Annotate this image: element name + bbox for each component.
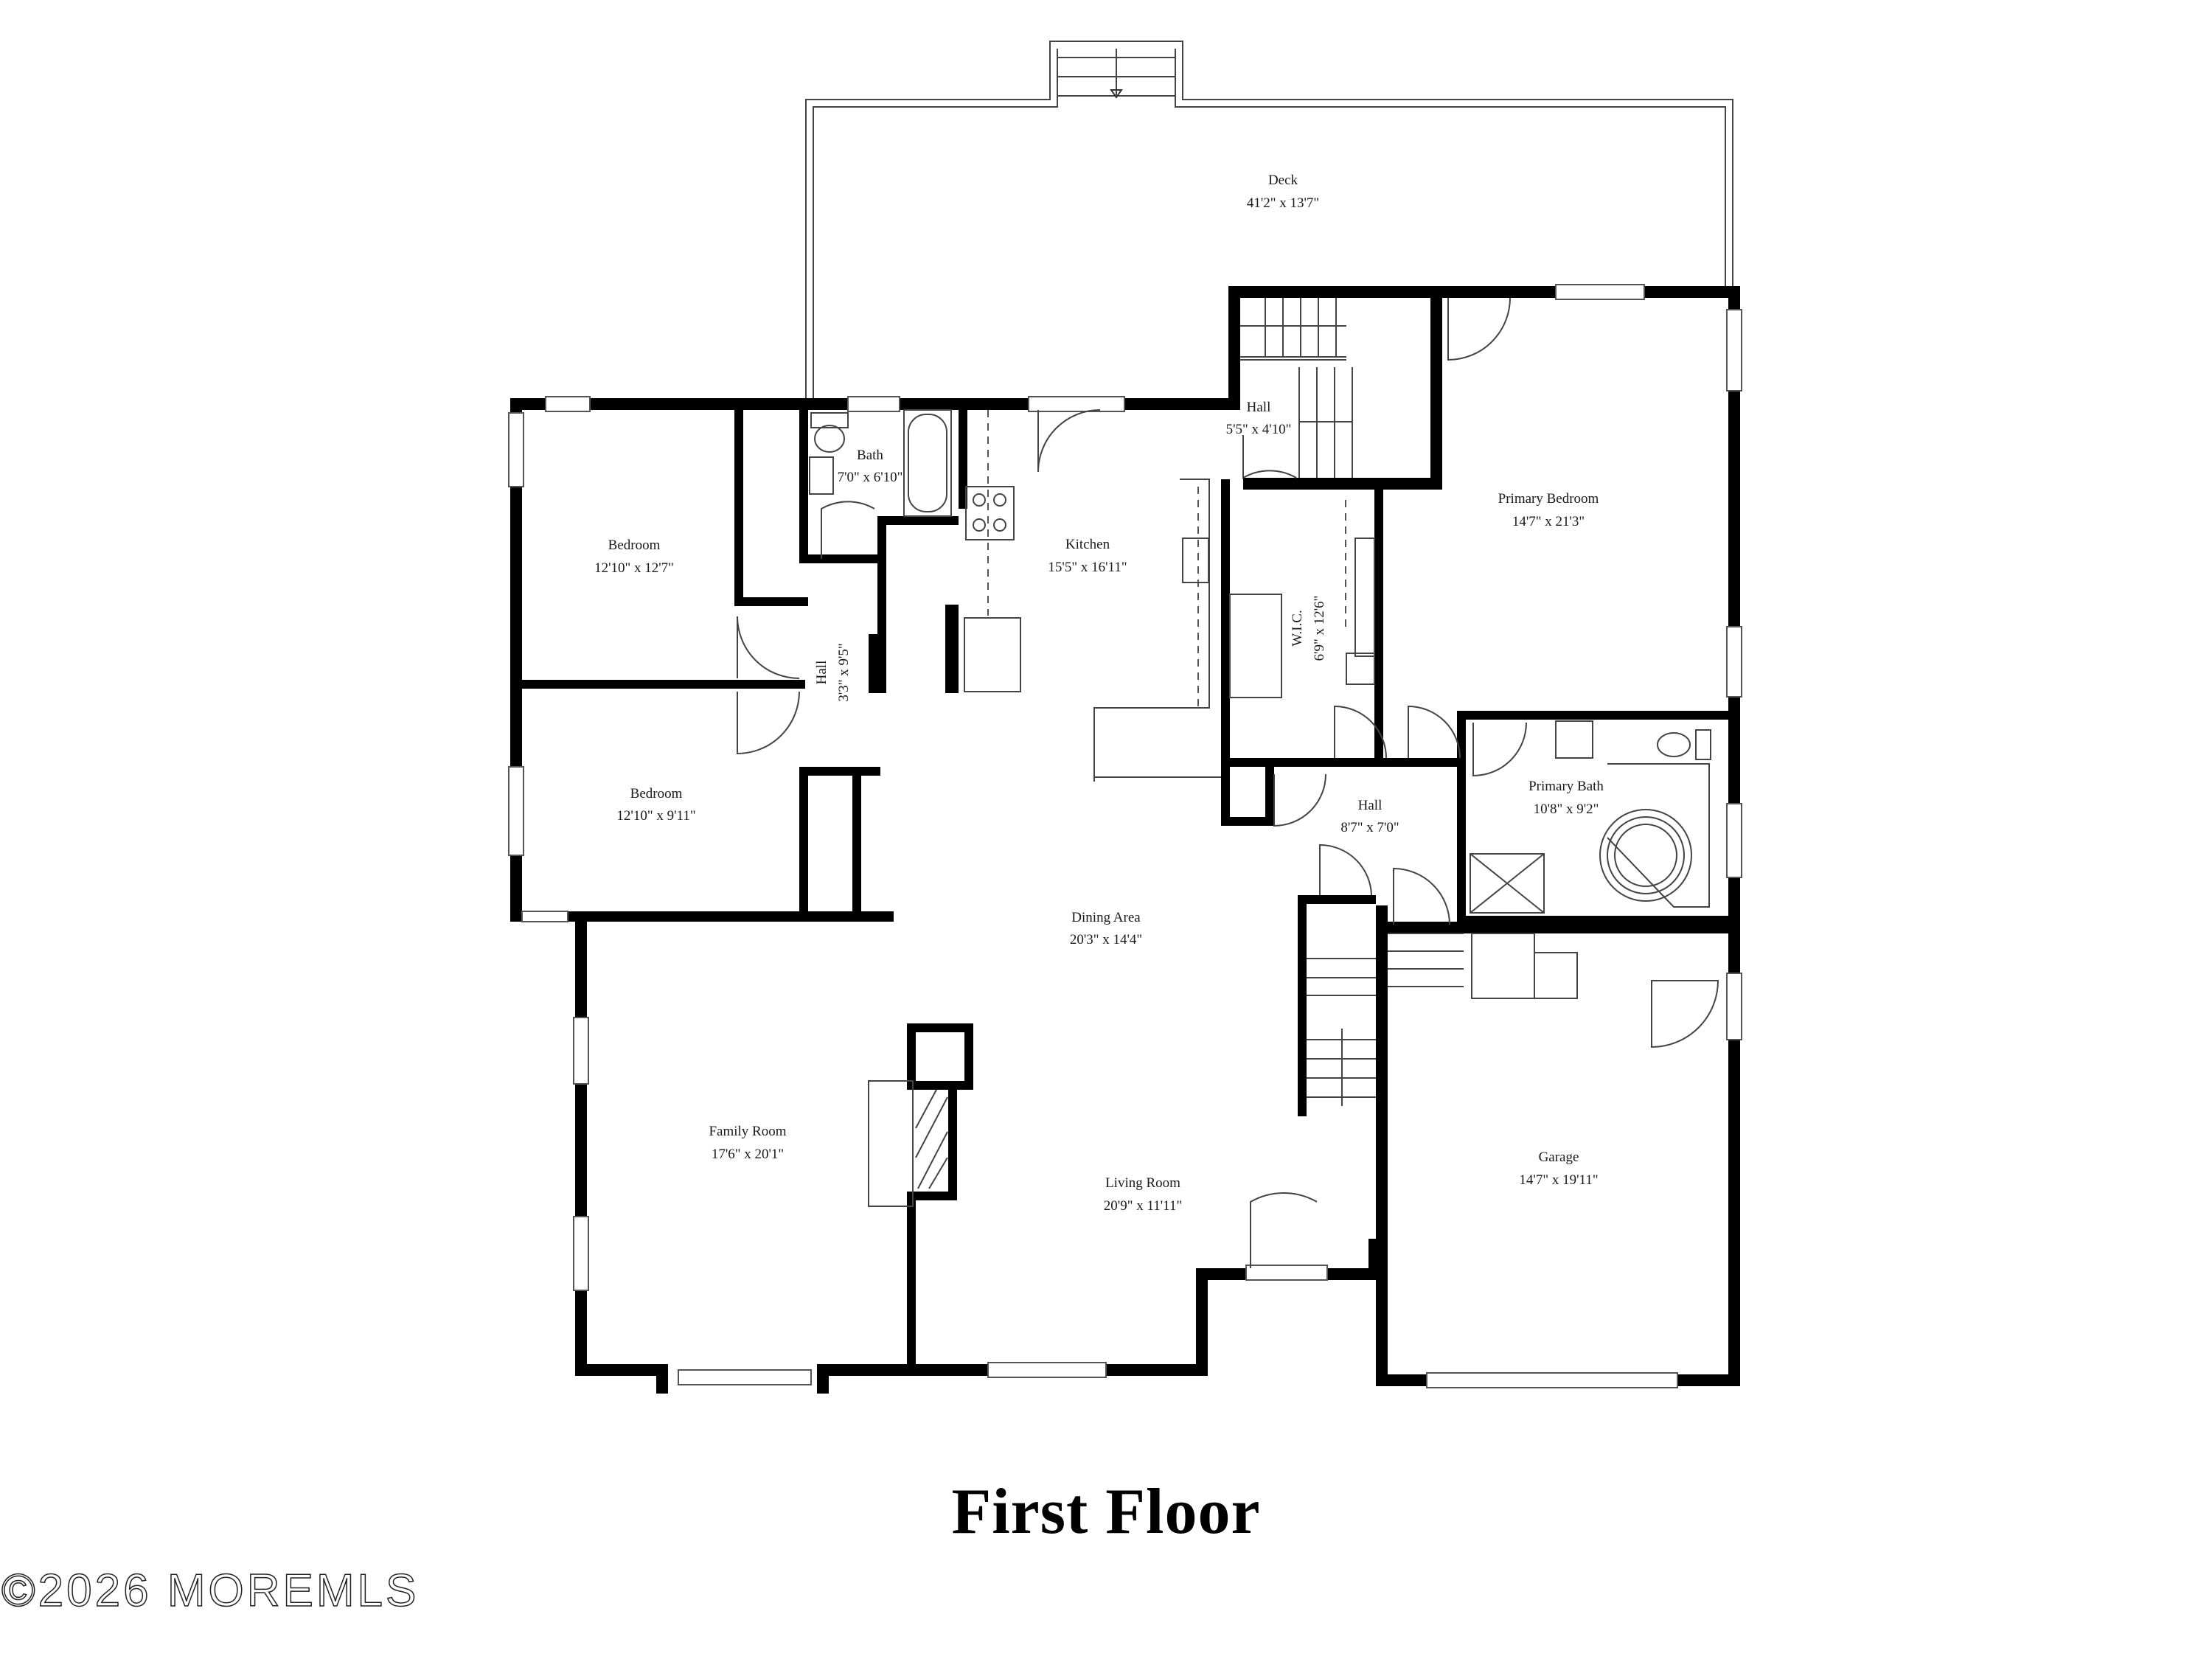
deck-stairs (1057, 49, 1175, 99)
windows (508, 284, 1742, 1388)
stove (965, 486, 1015, 540)
vanity-sink (809, 456, 834, 495)
deck-label: Deck (1268, 173, 1298, 188)
wic-label: W.I.C. (1290, 610, 1305, 646)
primary-bedroom-label: Primary Bedroom (1498, 491, 1599, 507)
kitchen-dims: 15'5" x 16'11" (1048, 560, 1127, 575)
family-room-dims: 17'6" x 20'1" (712, 1147, 784, 1162)
wic-dims: 6'9" x 12'6" (1312, 596, 1327, 661)
copyright-watermark: ©2026 MOREMLS (1, 1565, 420, 1617)
primary-bedroom-dims: 14'7" x 21'3" (1512, 514, 1585, 529)
fireplace (868, 1080, 948, 1207)
living-room-dims: 20'9" x 11'11" (1104, 1198, 1182, 1214)
primary-bath-label: Primary Bath (1528, 779, 1604, 794)
deck-outline (805, 41, 1733, 398)
deck-dims: 41'2" x 13'7" (1247, 195, 1319, 211)
living-room-label: Living Room (1105, 1175, 1180, 1191)
doors (737, 297, 1719, 1268)
stair-hall-dims: 5'5" x 4'10" (1226, 422, 1292, 437)
garage-dims: 14'7" x 19'11" (1519, 1172, 1598, 1188)
center-hall-dims: 8'7" x 7'0" (1340, 820, 1399, 835)
primary-bath-dims: 10'8" x 9'2" (1534, 801, 1599, 817)
small-hall-label: Hall (814, 661, 830, 685)
room-labels: Deck 41'2" x 13'7" Bath 7'0" x 6'10" Hal… (594, 173, 1604, 1214)
bedroom-2-dims: 12'10" x 9'11" (616, 808, 695, 824)
interior-stairs (1240, 298, 1353, 478)
corner-tub (1599, 763, 1710, 908)
dining-dims: 20'3" x 14'4" (1070, 932, 1142, 947)
dining-label: Dining Area (1071, 910, 1141, 925)
basement-stairs (1307, 933, 1464, 1106)
fixtures (809, 298, 1711, 1207)
stair-hall-label: Hall (1247, 400, 1271, 415)
floor-title: First Floor (951, 1476, 1261, 1548)
vanity-sink (1555, 720, 1593, 759)
family-room-label: Family Room (709, 1124, 786, 1139)
small-hall-dims: 3'3" x 9'5" (836, 643, 852, 701)
refrigerator (964, 617, 1021, 692)
center-hall-label: Hall (1358, 798, 1382, 813)
bedroom-1-label: Bedroom (608, 538, 661, 553)
toilet (1657, 729, 1711, 760)
garage-label: Garage (1539, 1150, 1579, 1165)
toilet (810, 412, 849, 453)
shower (1470, 853, 1545, 914)
kitchen-label: Kitchen (1065, 537, 1110, 552)
bedroom-1-dims: 12'10" x 12'7" (594, 560, 674, 576)
bedroom-2-label: Bedroom (630, 786, 683, 801)
bath-dims: 7'0" x 6'10" (838, 470, 903, 485)
bathtub (903, 409, 952, 517)
exterior-walls (510, 286, 1740, 1394)
interior-walls (510, 398, 1740, 1368)
bath-label: Bath (857, 448, 883, 463)
